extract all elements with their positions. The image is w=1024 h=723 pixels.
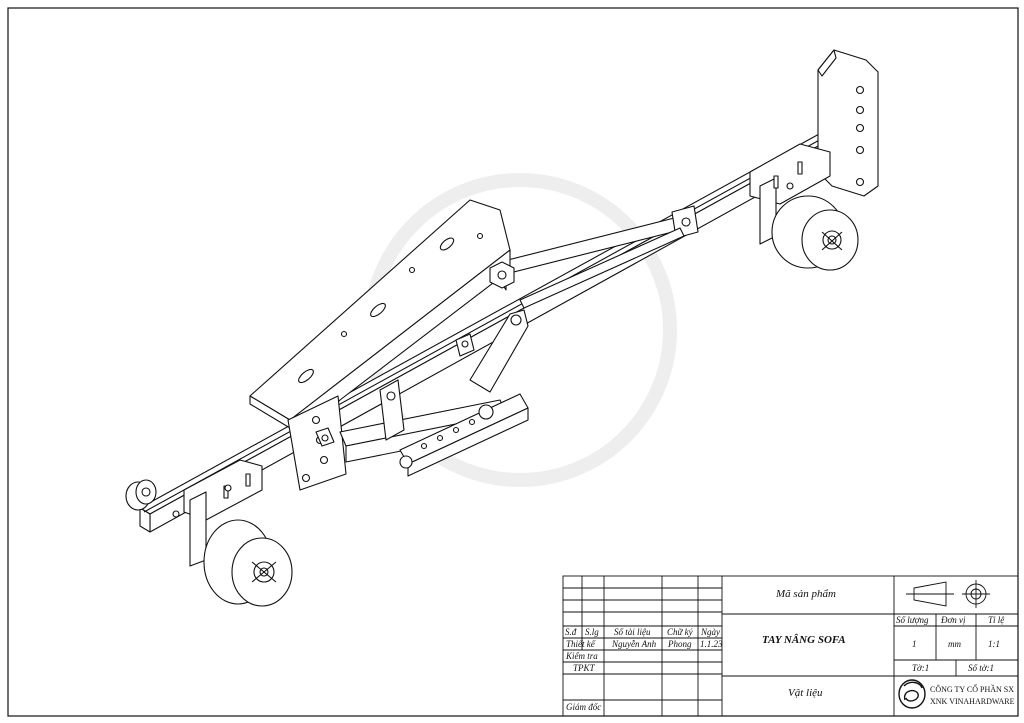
header-so-tai-lieu: Số tài liệu bbox=[614, 627, 651, 637]
quantity-value: 1 bbox=[912, 639, 917, 649]
header-chu-ky: Chữ ký bbox=[667, 627, 693, 637]
company-name-line2: XNK VINAHARDWARE bbox=[930, 697, 1015, 706]
assembly-isometric bbox=[125, 49, 879, 607]
sheet-count: Số tờ:1 bbox=[968, 663, 995, 673]
right-caster-wheel bbox=[771, 195, 859, 271]
header-slg: S.lg bbox=[585, 627, 599, 637]
sheet-border bbox=[7, 7, 1019, 717]
unit-label: Đơn vị bbox=[941, 615, 966, 625]
signature: Phong bbox=[668, 639, 692, 649]
scale-label: Tỉ lệ bbox=[988, 615, 1005, 625]
left-end-roller bbox=[125, 479, 157, 511]
company-name-line1: CÔNG TY CỔ PHẦN SX bbox=[930, 685, 1015, 694]
side-plate bbox=[287, 395, 347, 491]
scale-value: 1:1 bbox=[988, 639, 1000, 649]
designer-name: Nguyễn Anh bbox=[612, 639, 657, 649]
role-tpkt: TPKT bbox=[573, 663, 595, 673]
role-giam-doc: Giám đốc bbox=[566, 702, 602, 712]
sheet-number: Tờ:1 bbox=[912, 663, 930, 673]
pivot-nut bbox=[489, 261, 515, 289]
header-sd: S.đ bbox=[565, 627, 577, 637]
company-logo-icon bbox=[898, 679, 926, 709]
left-caster-wheel bbox=[203, 519, 293, 607]
quantity-label: Số lượng bbox=[896, 615, 929, 625]
material-label: Vật liệu bbox=[788, 687, 823, 699]
product-code-label: Mã sản phẩm bbox=[776, 588, 836, 600]
title-block-grid bbox=[562, 575, 1019, 717]
projection-symbol-icon bbox=[906, 580, 990, 608]
right-mount-plate bbox=[817, 49, 879, 197]
date: 1.1.23 bbox=[700, 639, 723, 649]
role-kiem-tra: Kiểm tra bbox=[566, 651, 598, 661]
header-ngay: Ngày bbox=[701, 627, 720, 637]
scissor-linkage bbox=[339, 309, 529, 477]
unit-value: mm bbox=[948, 639, 961, 649]
product-name: TAY NÂNG SOFA bbox=[762, 634, 846, 646]
role-thiet-ke: Thiết kế bbox=[566, 639, 595, 649]
